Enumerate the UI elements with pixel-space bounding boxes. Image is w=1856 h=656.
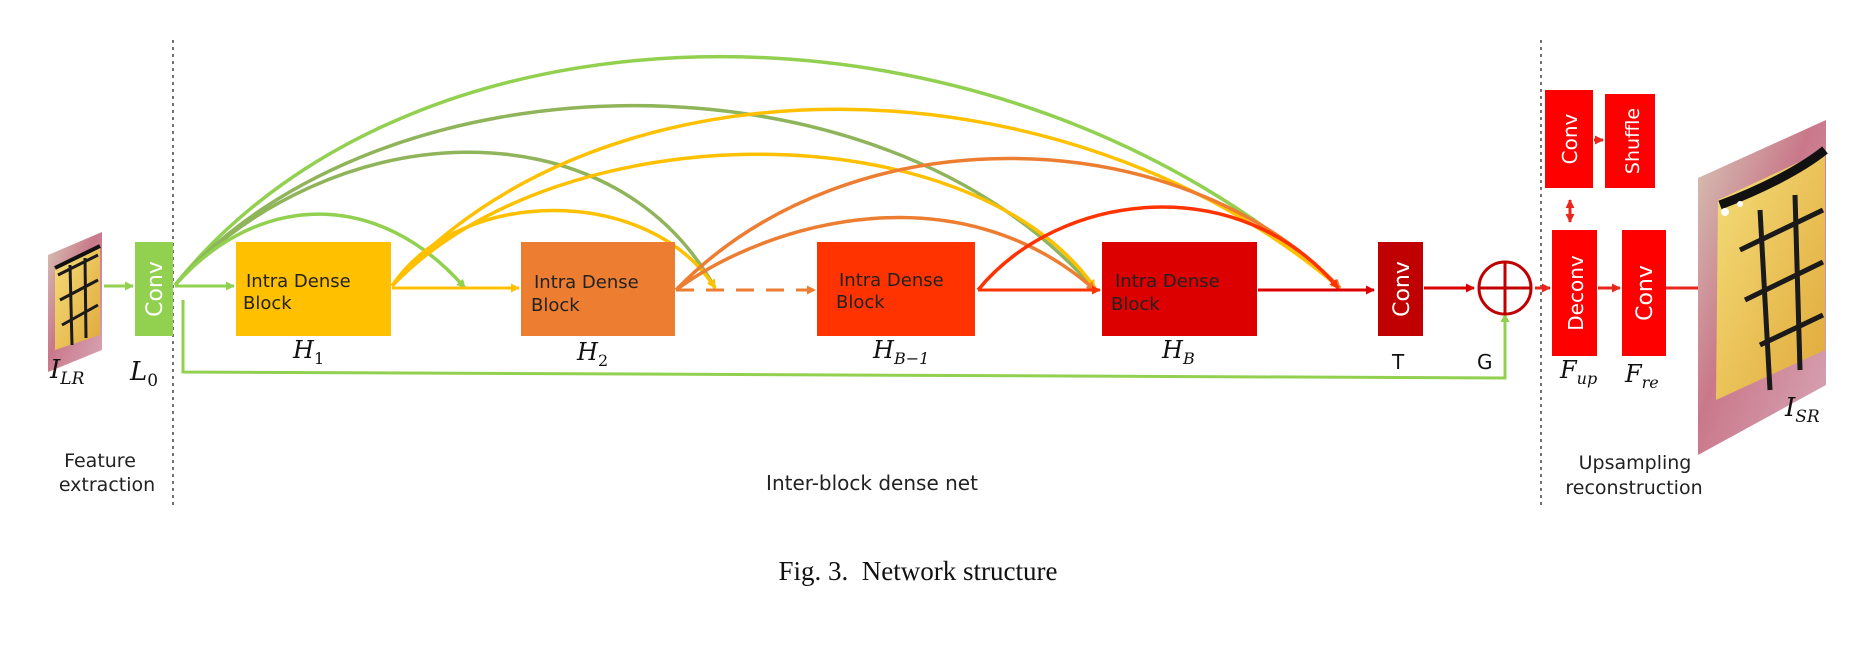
label-f-re: Fre	[1624, 360, 1659, 392]
label-t: T	[1391, 350, 1405, 374]
label-h2: H2	[576, 338, 608, 370]
block-h1-box	[236, 242, 391, 336]
block-h1-line2: Block	[243, 293, 292, 314]
conv-l0-box	[135, 242, 173, 336]
shuffle-label: Shuffle	[1622, 108, 1644, 174]
block-h1-line1: Intra Dense	[246, 271, 351, 292]
section-upsampling-line2: reconstruction	[1565, 477, 1702, 499]
conv-re-box	[1622, 230, 1666, 356]
conv-up-label: Conv	[1558, 113, 1582, 164]
arc-l0-to-t	[173, 54, 1342, 290]
block-h2-box	[521, 242, 675, 336]
label-hb1: HB−1	[872, 336, 929, 368]
global-residual-path	[181, 300, 1510, 380]
conv-t-label: Conv	[1390, 261, 1415, 317]
figure-caption: Fig. 3. Network structure	[779, 556, 1058, 586]
block-h2-line2: Block	[531, 295, 580, 316]
block-hb1-line1: Intra Dense	[839, 270, 944, 291]
block-hb-line2: Block	[1111, 294, 1160, 315]
deconv-box	[1552, 230, 1597, 356]
block-hb-box	[1102, 242, 1257, 336]
shuffle-box	[1605, 94, 1655, 188]
arc-h2-to-t	[674, 156, 1342, 292]
section-feature-line2: extraction	[59, 474, 155, 496]
sr-output-image	[1698, 120, 1828, 455]
section-inter-block: Inter-block dense net	[766, 471, 978, 495]
deconv-label: Deconv	[1564, 255, 1588, 331]
label-hb: HB	[1161, 336, 1195, 368]
arc-l0-to-hb	[173, 103, 1097, 292]
block-hb-line1: Intra Dense	[1115, 271, 1220, 292]
conv-l0-label: Conv	[143, 261, 168, 317]
conv-up-box	[1545, 90, 1593, 188]
label-g: G	[1477, 350, 1493, 374]
section-upsampling-line1: Upsampling	[1579, 452, 1692, 474]
dense-skip-arcs	[173, 54, 1342, 292]
label-f-up: Fup	[1559, 356, 1597, 388]
conv-t-box	[1378, 242, 1423, 336]
block-h2-line1: Intra Dense	[534, 272, 639, 293]
label-h1: H1	[292, 336, 324, 368]
arc-h1-to-hb	[390, 152, 1097, 290]
arc-h2-to-hb	[674, 215, 1097, 292]
section-feature-line1: Feature	[64, 450, 136, 472]
label-i-sr: ISR	[1784, 393, 1820, 427]
arc-h1-to-h2	[390, 208, 717, 289]
conv-re-label: Conv	[1633, 265, 1658, 321]
label-l0: L0	[129, 357, 158, 391]
block-hb1-line2: Block	[836, 292, 885, 313]
block-hb1-box	[817, 242, 975, 336]
arc-hb1-to-t	[976, 205, 1340, 292]
arc-l0-to-h2	[173, 150, 717, 289]
label-i-lr: ILR	[49, 355, 85, 389]
lr-input-image	[48, 232, 102, 372]
